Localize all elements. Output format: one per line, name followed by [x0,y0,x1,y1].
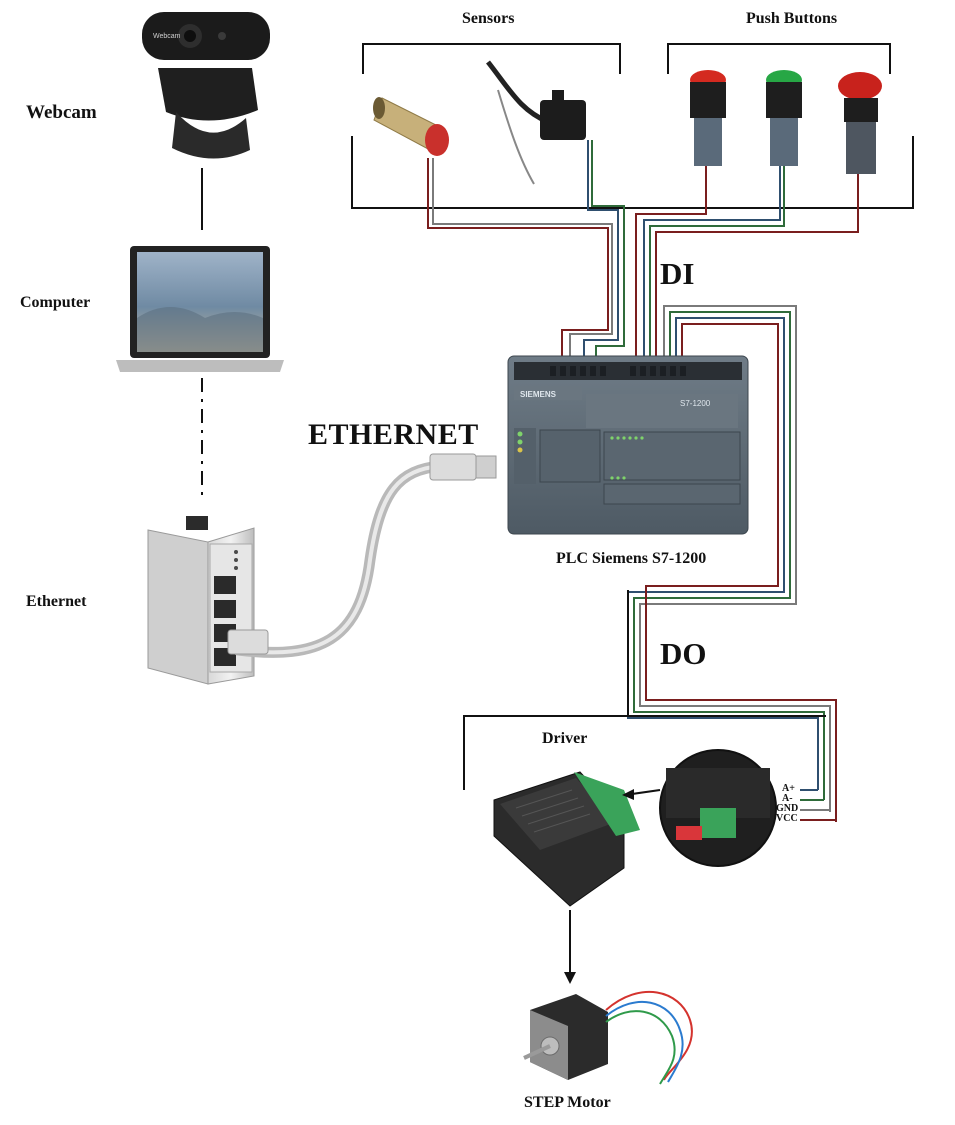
label-do: DO [660,636,707,671]
driver-zoom-inset [659,749,777,867]
ethernet-switch-icon [147,516,255,685]
ethernet-cable [232,460,446,658]
emergency-stop-button-icon [838,72,882,174]
label-push-buttons: Push Buttons [746,10,838,27]
do-wires [627,305,837,822]
label-step-motor: STEP Motor [524,1094,611,1111]
label-ethernet-switch: Ethernet [26,593,87,610]
webcam-brand: Webcam [153,33,181,40]
sensors-bracket [362,43,621,74]
label-webcam: Webcam [26,102,97,123]
label-di: DI [660,256,695,291]
terminal-gnd: GND [776,803,799,814]
laptop-icon [116,246,284,372]
plc-model: S7-1200 [680,399,711,408]
label-plc: PLC Siemens S7-1200 [556,550,707,567]
stepper-motor-icon [523,991,693,1085]
proximity-sensor-icon [373,97,449,156]
fork-sensor-icon [486,60,586,185]
push-buttons-bracket [667,43,891,74]
webcam-icon [142,12,270,159]
plc-brand: SIEMENS [520,390,557,399]
plc-icon [507,355,749,535]
label-computer: Computer [20,294,91,311]
label-driver: Driver [542,730,588,747]
di-wires [427,140,859,356]
red-push-button-icon [690,70,726,166]
green-push-button-icon [766,70,802,166]
label-ethernet-cable: ETHERNET [308,418,479,451]
rj45-plug-switch [227,629,269,655]
stepper-driver-icon [493,771,640,907]
terminal-a-minus: A- [782,793,793,804]
zoom-arrow [631,789,661,795]
terminal-vcc: VCC [776,813,798,824]
terminal-a-plus: A+ [782,783,795,794]
rj45-plug-plc [429,453,497,481]
label-sensors: Sensors [462,10,515,27]
driver-bracket [463,715,826,790]
di-bus-bracket [351,136,914,209]
